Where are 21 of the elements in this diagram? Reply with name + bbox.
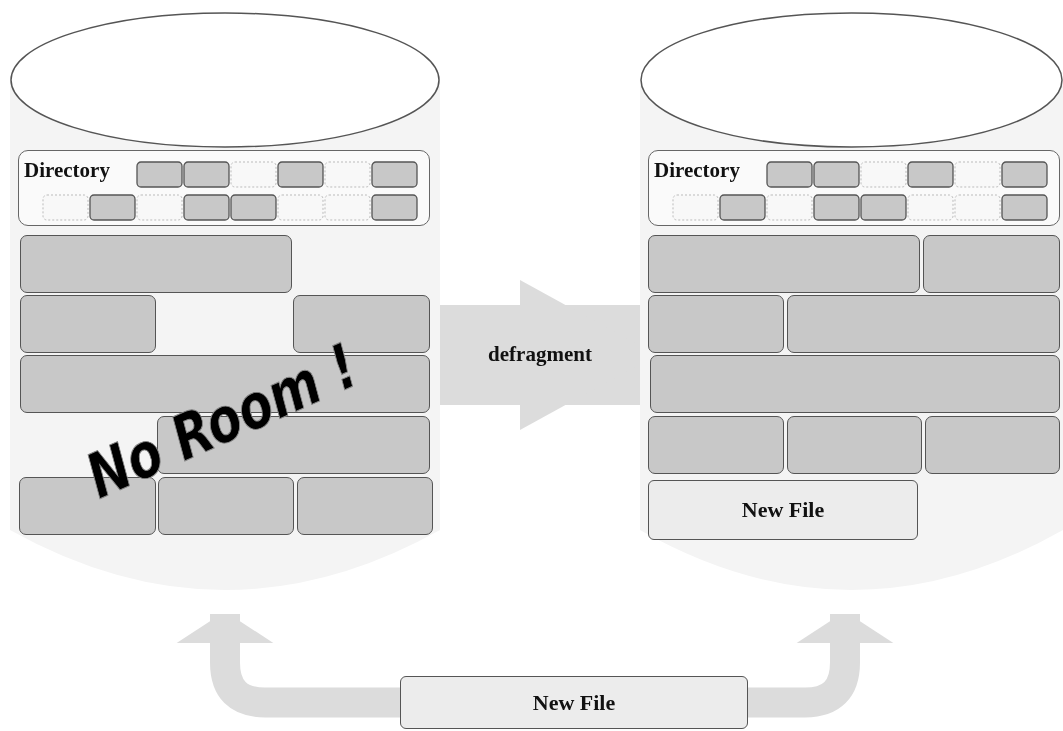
warning-text: No Room !	[75, 329, 369, 513]
file-block	[20, 295, 156, 353]
file-block	[648, 235, 920, 293]
file-label: New File	[532, 689, 616, 716]
file-block	[650, 355, 1060, 413]
file-block	[648, 295, 784, 353]
file-block	[925, 416, 1060, 474]
file-block	[787, 416, 922, 474]
file-block	[648, 416, 784, 474]
directory-panel	[18, 150, 430, 226]
file-block	[20, 235, 292, 293]
directory-label: Directory	[24, 158, 110, 183]
file-block	[297, 477, 433, 535]
file-block	[158, 477, 294, 535]
file-box	[648, 480, 918, 540]
directory-panel	[648, 150, 1060, 226]
file-block	[787, 295, 1060, 353]
file-block	[923, 235, 1060, 293]
file-label: New File	[741, 497, 825, 523]
directory-label: Directory	[654, 158, 740, 183]
file-box	[400, 676, 748, 729]
